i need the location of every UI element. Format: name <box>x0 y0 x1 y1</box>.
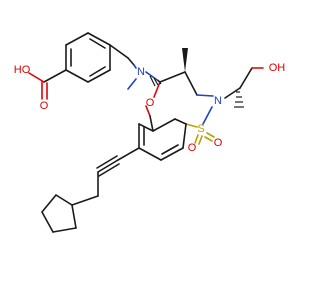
bond <box>239 67 253 89</box>
carboxylic-acid <box>28 69 67 100</box>
bond <box>204 136 213 142</box>
bond <box>174 118 187 125</box>
bond <box>52 227 77 233</box>
atom-label-sulfonyl-oxygen: O <box>214 137 223 149</box>
bond <box>138 123 154 132</box>
bond <box>127 57 135 66</box>
sulfonyl-oxygens <box>194 132 215 145</box>
alkyne-chain <box>96 147 140 197</box>
bond <box>152 118 176 132</box>
wedge-bond <box>182 48 188 72</box>
bond <box>182 123 187 149</box>
atom-label-acid-hydroxyl: HO <box>14 64 31 76</box>
bond <box>41 211 54 233</box>
bond <box>184 71 198 96</box>
bond <box>202 106 213 125</box>
atom-label-sulfur: S <box>197 123 204 135</box>
atom-label-amine-nitrogen: N <box>137 66 145 78</box>
bond <box>145 105 151 117</box>
bond <box>133 64 137 69</box>
bond <box>65 69 89 83</box>
bond <box>127 78 137 90</box>
benzoic-acid-ring <box>65 32 111 83</box>
structure-canvas: HO O N O N S O O OH <box>13 32 286 233</box>
bond <box>109 44 129 59</box>
bond <box>159 71 186 83</box>
bond <box>41 194 57 213</box>
bond <box>198 135 203 145</box>
bond <box>138 147 162 161</box>
bond <box>149 115 154 132</box>
bond <box>196 94 214 97</box>
bond <box>87 32 111 46</box>
bond <box>87 69 111 83</box>
bond <box>71 195 99 206</box>
atom-label-ether-oxygen: O <box>146 97 155 109</box>
bond <box>224 87 241 99</box>
bond <box>43 69 67 83</box>
bond <box>98 163 120 177</box>
bond <box>153 81 161 98</box>
bond <box>65 32 89 46</box>
bond <box>161 144 179 155</box>
oxathiazocine-ring <box>145 71 214 132</box>
bond <box>96 155 118 169</box>
atom-label-hydroxyl: OH <box>269 62 286 74</box>
fused-benzene-ring <box>138 118 187 161</box>
hashed-bond <box>149 75 162 87</box>
bond <box>55 194 73 206</box>
bond <box>117 147 140 161</box>
atom-label-sulfonyl-oxygen: O <box>188 142 197 154</box>
hashed-bond <box>234 91 244 108</box>
atom-label-acid-carbonyl: O <box>40 100 49 112</box>
atom-label-sultam-nitrogen: N <box>214 95 222 107</box>
molecule-structure: HO O N O N S O O OH <box>14 32 286 233</box>
bond <box>89 38 106 49</box>
hydroxypropyl-chain <box>224 67 264 99</box>
bond <box>71 204 77 229</box>
bond <box>28 72 45 83</box>
bond <box>185 123 198 128</box>
cyclopentyl-ring <box>41 194 99 233</box>
bond <box>97 159 119 173</box>
bond <box>206 132 215 138</box>
benzyl-linker <box>109 44 161 90</box>
bond <box>89 66 106 77</box>
bond <box>160 147 184 161</box>
bond <box>194 134 199 144</box>
